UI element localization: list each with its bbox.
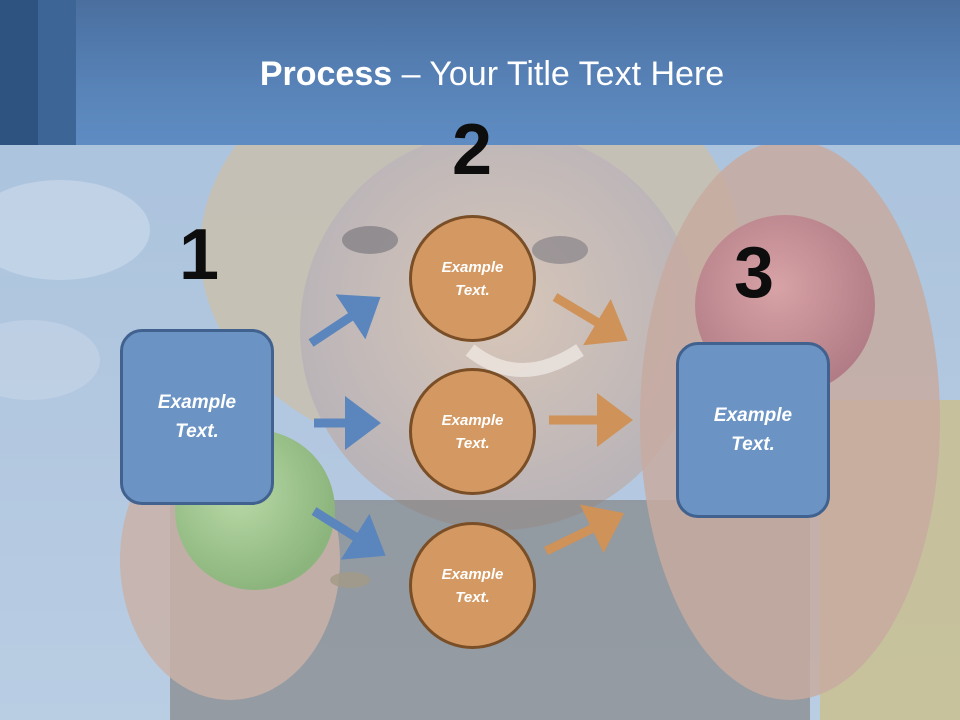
step-number-1: 1 (178, 215, 220, 295)
step-number-3: 3 (733, 233, 775, 313)
title-bold: Process (259, 55, 393, 93)
step-2-circle-top[interactable]: Example Text. (409, 215, 536, 342)
title-rest: – Your Title Text Here (392, 55, 725, 93)
circle-top-line1: Example (441, 258, 504, 276)
arrow-top-to-3 (552, 293, 628, 346)
circle-bottom-line2: Text. (455, 588, 490, 606)
header-accent-light (38, 0, 76, 145)
step-1-box-line1: Example (157, 392, 237, 413)
step-1-box-line2: Text. (175, 421, 219, 442)
step-1-box[interactable]: Example Text. (120, 329, 274, 505)
circle-middle-line1: Example (441, 411, 504, 429)
step-3-box-line1: Example (713, 405, 793, 426)
title-bar: Process – Your Title Text Here (0, 0, 960, 145)
circle-middle-line2: Text. (455, 434, 490, 452)
step-2-circle-middle[interactable]: Example Text. (409, 368, 536, 495)
arrow-1-to-bottom (311, 507, 386, 560)
circle-bottom-line1: Example (441, 565, 504, 583)
header-accent-dark (0, 0, 38, 145)
step-3-box[interactable]: Example Text. (676, 342, 830, 518)
arrow-1-to-top (308, 294, 381, 347)
arrow-bottom-to-3 (544, 504, 625, 556)
step-number-2: 2 (451, 110, 493, 190)
slide-title[interactable]: Process – Your Title Text Here (76, 52, 908, 96)
step-2-circle-bottom[interactable]: Example Text. (409, 522, 536, 649)
circle-top-line2: Text. (455, 281, 490, 299)
step-3-box-line2: Text. (731, 434, 775, 455)
